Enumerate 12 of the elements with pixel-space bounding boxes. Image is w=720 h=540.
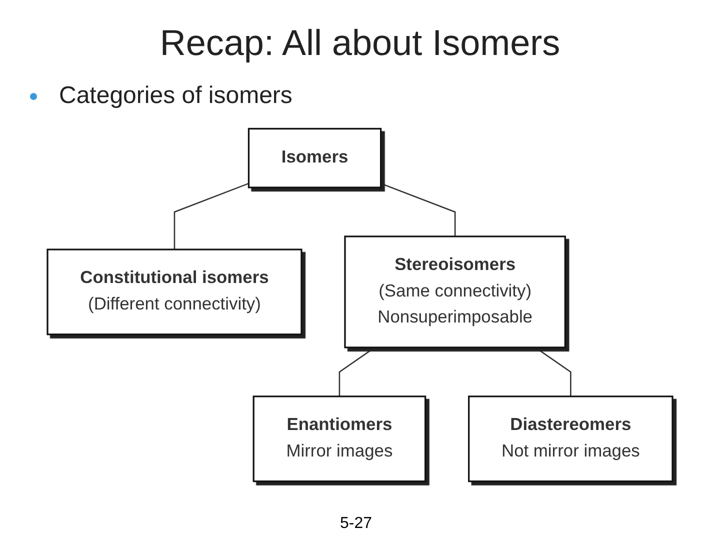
node-box: Isomers — [248, 128, 382, 188]
bullet-text: Categories of isomers — [59, 82, 292, 109]
connector — [534, 346, 572, 396]
node-box: Enantiomers Mirror images — [252, 396, 426, 482]
node-box: Stereoisomers (Same connectivity) Nonsuperimposable — [344, 236, 566, 348]
connector — [338, 346, 376, 396]
node-box: Diastereomers Not mirror images — [468, 396, 674, 482]
node-box: Constitutional isomers (Different connectivity) — [46, 248, 302, 336]
connector — [174, 182, 249, 250]
connector — [380, 182, 456, 236]
slide-number: 5-27 — [340, 515, 372, 533]
slide-title: Recap: All about Isomers — [158, 22, 562, 64]
